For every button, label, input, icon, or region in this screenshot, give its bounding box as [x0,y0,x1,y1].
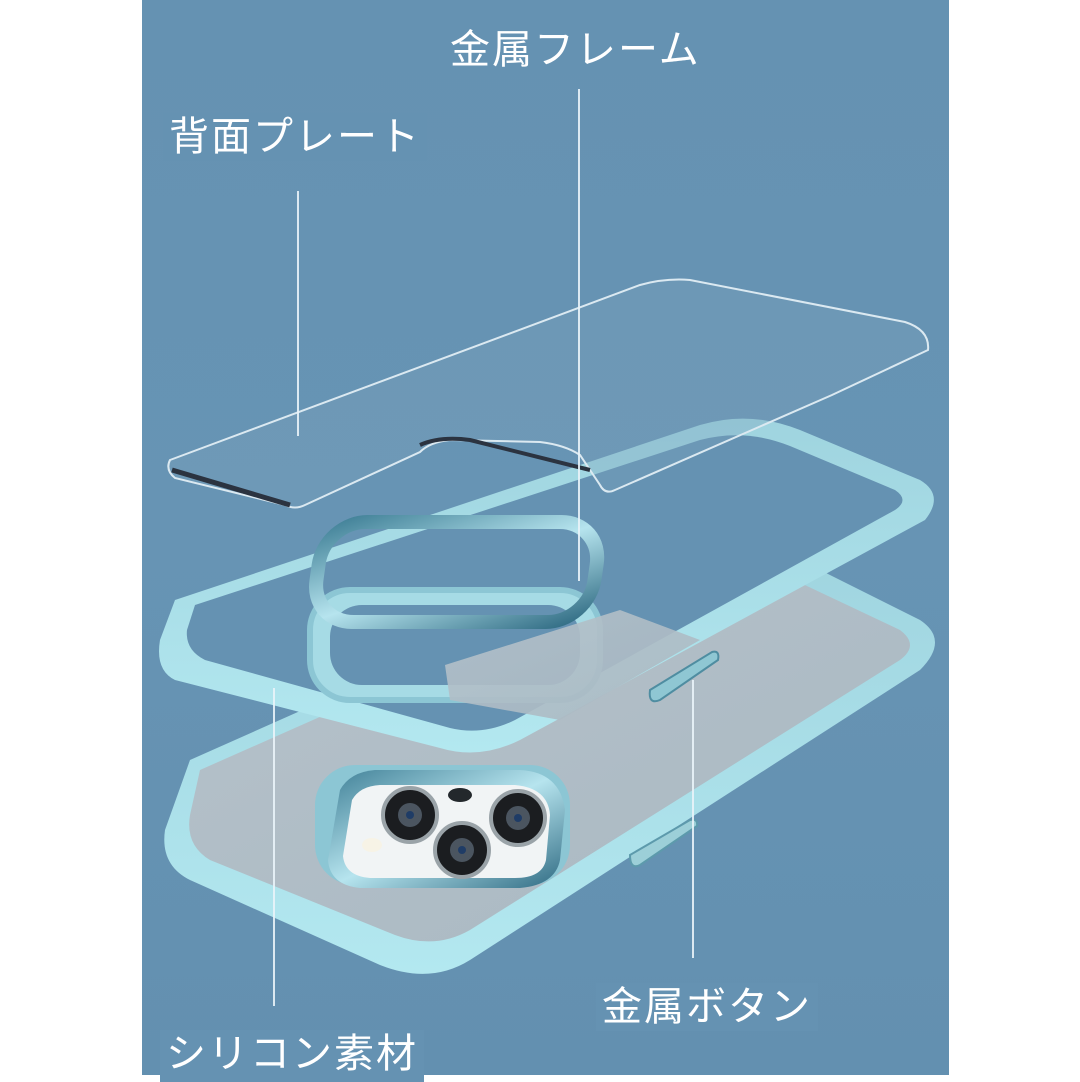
metal-camera-frame [309,515,605,629]
leader-line-back-plate [297,191,299,436]
callout-label-silicone: シリコン素材 [160,1030,424,1082]
leader-line-metal-frame [578,89,580,581]
leader-line-metal-button [692,680,694,958]
silicone-bumper [159,418,934,753]
callout-label-metal-button: 金属ボタン [596,983,818,1031]
metal-button [648,650,720,703]
callout-label-back-plate: 背面プレート [163,113,427,161]
clear-back-plate [167,278,930,509]
leader-line-silicone [273,688,275,1006]
assembled-case [164,542,935,974]
callout-label-metal-frame: 金属フレーム [444,26,707,74]
